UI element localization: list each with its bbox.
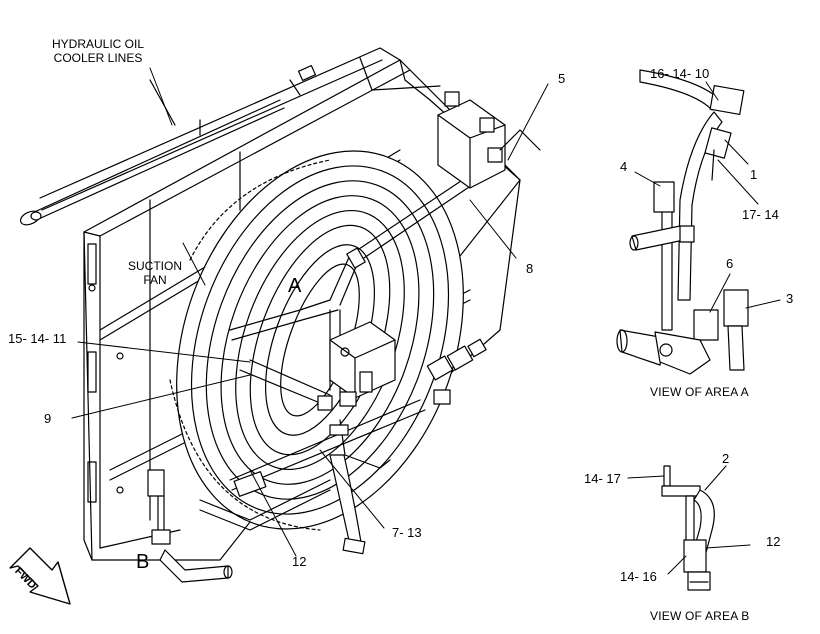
area-a-marker: A [288,275,302,297]
callout-15-14-11: 15- 14- 11 [8,331,67,346]
callout-9: 9 [44,411,52,426]
label-line-2: COOLER LINES [53,50,143,65]
callout-5: 5 [558,71,566,86]
callout-17-14: 17- 14 [742,207,779,222]
view-of-area-b-caption: VIEW OF AREA B [650,609,750,623]
callout-8: 8 [526,261,534,276]
callout-4: 4 [620,159,628,174]
callout-12-main: 12 [292,554,307,569]
label-line-2: FAN [143,272,167,287]
area-b-bracket [147,469,233,583]
right-fittings [426,338,487,405]
valve-block [317,321,396,469]
callout-7-13: 7- 13 [392,525,422,540]
callout-12-detail: 12 [766,534,781,549]
callout-14-16: 14- 16 [620,569,657,584]
view-area-a-detail [616,69,749,375]
callout-2: 2 [722,451,730,466]
lower-base [199,471,331,531]
hydraulic-oil-cooler-line [19,79,285,226]
label-line-1: HYDRAULIC OIL [52,37,145,51]
suction-fan [169,150,464,531]
area-b-marker: B [136,551,150,573]
view-of-area-a-caption: VIEW OF AREA A [650,385,749,399]
callout-14-17: 14- 17 [584,471,621,486]
callout-16-14-10: 16- 14- 10 [650,66,710,81]
callout-6: 6 [726,256,734,271]
leader-lines-detail-b [627,465,751,575]
view-area-b-detail [661,465,715,591]
upper-right-bracket [437,91,541,189]
lower-hose [329,454,366,555]
leader-lines-detail-a [634,81,781,313]
label-line-1: SUCTION [128,259,182,273]
leader-lines [71,67,549,557]
callout-3: 3 [786,291,794,306]
label-suction-fan: SUCTION FAN [128,259,182,288]
label-hydraulic-oil-cooler-lines: HYDRAULIC OIL COOLER LINES [52,37,145,66]
callout-1: 1 [750,167,758,182]
fwd-arrow [9,547,71,605]
upper-shroud [39,47,441,211]
